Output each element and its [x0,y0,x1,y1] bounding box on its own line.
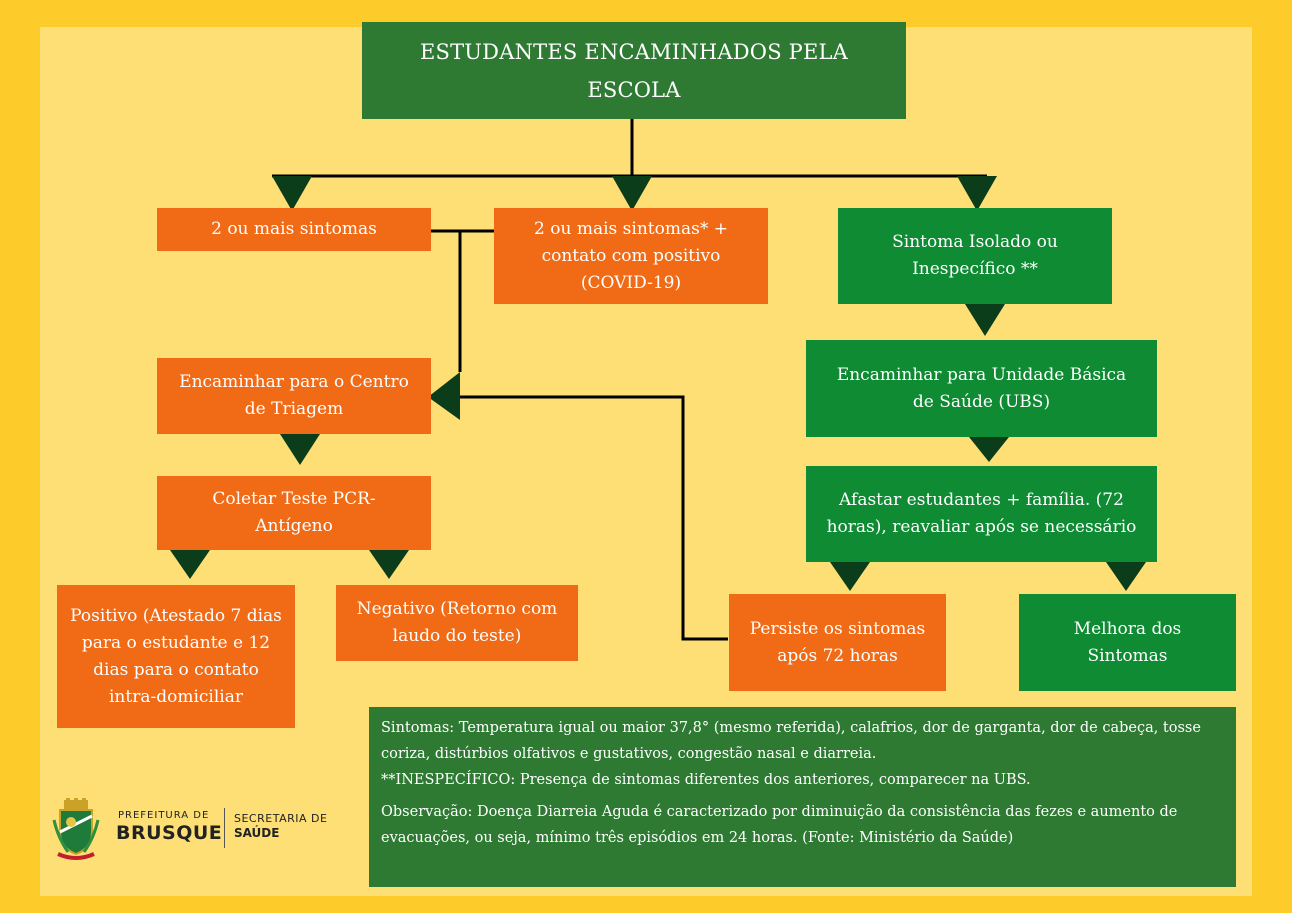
node-pcr-test-text: Coletar Teste PCR-Antígeno [212,489,376,536]
node-two-symptoms-contact-text: 2 ou mais sintomas* + contato com positi… [534,218,728,293]
node-positive: Positivo (Atestado 7 dias para o estudan… [57,585,295,728]
arrow-to-two-symptoms [272,176,312,211]
node-remove-family-text: Afastar estudantes + família. (72 horas)… [826,490,1137,537]
logo-prefeitura-small: PREFEITURA DE [118,810,210,821]
title-text: ESTUDANTES ENCAMINHADOS PELA ESCOLA [419,39,849,102]
notes-box: Sintomas: Temperatura igual ou maior 37,… [369,707,1236,887]
node-two-symptoms: 2 ou mais sintomas [157,208,431,251]
node-positive-text: Positivo (Atestado 7 dias para o estudan… [70,605,282,707]
arrow-into-triage [428,372,460,420]
node-ubs-text: Encaminhar para Unidade Básica de Saúde … [836,364,1127,412]
logo-secretaria-line2: SAÚDE [234,826,280,840]
note-symptoms: Sintomas: Temperatura igual ou maior 37,… [381,720,1201,762]
logo-divider [224,808,225,848]
arrow-to-two-symptoms-contact [612,176,652,211]
node-triage-center: Encaminhar para o Centro de Triagem [157,358,431,434]
node-pcr-test: Coletar Teste PCR-Antígeno [157,476,431,550]
logo-prefeitura-big: BRUSQUE [116,822,223,844]
node-isolated-symptom-text: Sintoma Isolado ou Inespecífico ** [892,232,1058,279]
logo-secretaria-line1: SECRETARIA DE [234,812,328,825]
node-negative: Negativo (Retorno com laudo do teste) [336,585,578,661]
node-two-symptoms-contact: 2 ou mais sintomas* + contato com positi… [494,208,768,304]
arrow-to-remove-family [969,437,1009,462]
title-box: ESTUDANTES ENCAMINHADOS PELA ESCOLA [362,22,906,119]
arrow-to-pcr [280,434,320,465]
node-isolated-symptom: Sintoma Isolado ou Inespecífico ** [838,208,1112,304]
connector-persist-back [455,395,728,641]
note-nonspecific: **INESPECÍFICO: Presença de sintomas dif… [381,772,1031,788]
arrow-to-improve [1106,562,1146,591]
node-improve: Melhora dos Sintomas [1019,594,1236,691]
node-ubs: Encaminhar para Unidade Básica de Saúde … [806,340,1157,437]
brusque-logo: PREFEITURA DE BRUSQUE SECRETARIA DE SAÚD… [52,798,342,862]
node-improve-text: Melhora dos Sintomas [1073,618,1182,666]
arrow-to-persist [830,562,870,591]
node-two-symptoms-text: 2 ou mais sintomas [211,219,377,239]
note-observation: Observação: Doença Diarreia Aguda é cara… [381,804,1178,846]
node-persist-text: Persiste os sintomas após 72 horas [749,618,926,666]
node-triage-center-text: Encaminhar para o Centro de Triagem [179,372,409,419]
arrow-to-isolated [957,176,997,211]
coat-of-arms-icon [52,798,100,860]
arrow-to-positive [170,550,210,579]
node-persist: Persiste os sintomas após 72 horas [729,594,946,691]
node-remove-family: Afastar estudantes + família. (72 horas)… [806,466,1157,562]
node-negative-text: Negativo (Retorno com laudo do teste) [356,599,558,646]
arrow-to-negative [369,550,409,579]
arrow-to-ubs [965,304,1005,336]
